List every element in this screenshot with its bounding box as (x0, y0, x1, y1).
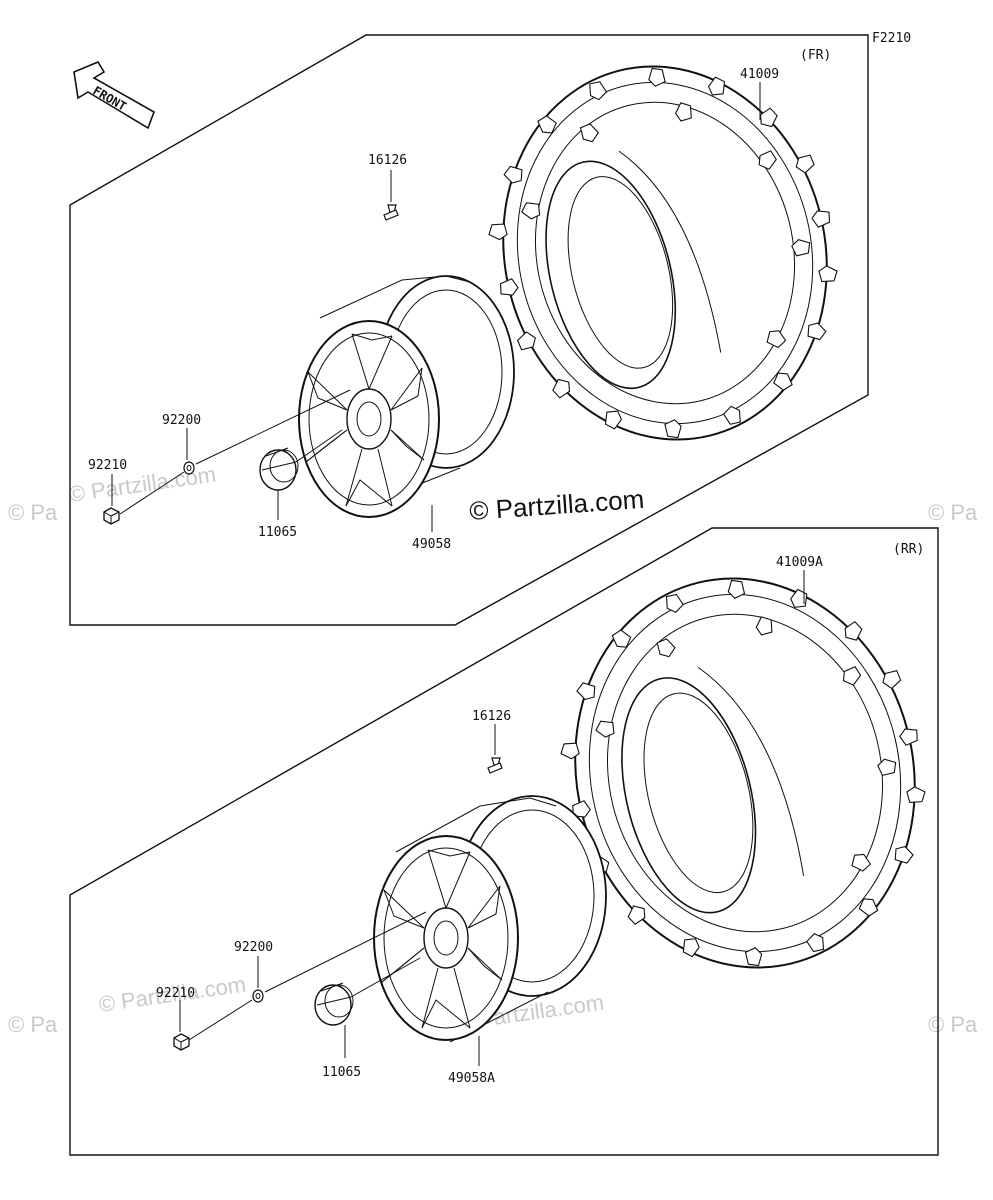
rear-position-label: (RR) (893, 542, 924, 557)
rear-cap-label: 11065 (322, 1065, 361, 1080)
rear-valve-icon (487, 724, 503, 774)
rear-tire-label: 41009A (776, 555, 823, 570)
figure-id: F2210 (872, 31, 911, 46)
front-group: (FR) (69, 34, 869, 626)
rear-washer-icon (252, 989, 264, 1003)
front-cap-label: 11065 (258, 525, 297, 540)
watermark-left-bottom: © Pa (8, 1012, 58, 1037)
front-tire (488, 65, 839, 441)
rear-cap-icon (314, 982, 354, 1026)
front-washer-icon (183, 461, 195, 475)
front-arrow-icon: FRONT (73, 60, 155, 130)
rear-washer-label: 92200 (234, 940, 273, 955)
rear-group-frame (69, 527, 939, 1156)
front-wheel (298, 275, 515, 518)
copyright-text: © Partzilla.com (468, 484, 645, 526)
rear-valve-label: 16126 (472, 709, 511, 724)
rear-wheel-label: 49058A (448, 1071, 495, 1086)
rear-nut-icon (173, 1033, 190, 1051)
rear-tire (560, 577, 926, 969)
watermark-right-bottom: © Pa (928, 1012, 978, 1037)
front-cap-icon (259, 447, 299, 491)
front-position-label: (FR) (800, 48, 831, 63)
rear-nut-label: 92210 (156, 986, 195, 1001)
front-wheel-label: 49058 (412, 537, 451, 552)
front-nut-icon (103, 507, 120, 525)
watermark-right-top: © Pa (928, 500, 978, 525)
front-group-frame (69, 34, 869, 626)
rear-wheel (373, 795, 607, 1043)
front-tire-label: 41009 (740, 67, 779, 82)
rear-group: (RR) (69, 527, 939, 1156)
watermark-left-top: © Pa (8, 500, 58, 525)
front-valve-label: 16126 (368, 153, 407, 168)
front-nut-label: 92210 (88, 458, 127, 473)
front-washer-label: 92200 (162, 413, 201, 428)
front-valve-icon (383, 170, 399, 221)
